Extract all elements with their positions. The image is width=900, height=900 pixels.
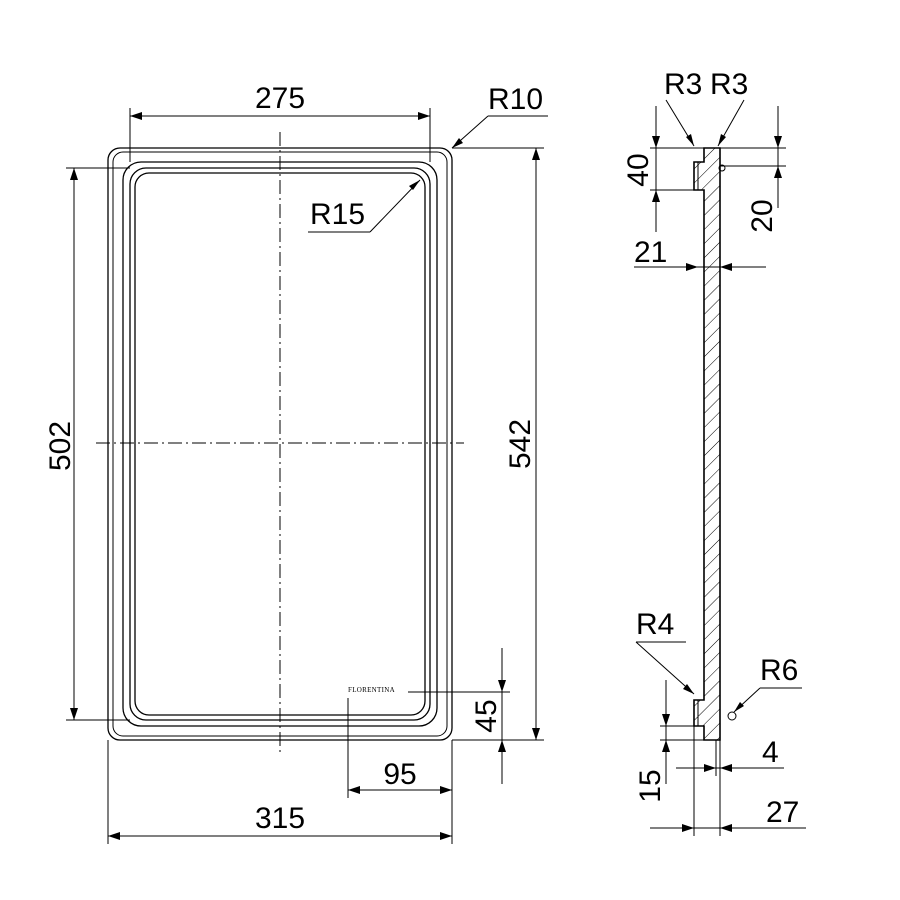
dim-label-bottom-radius-right: R6 [760, 654, 798, 687]
dim-label-top-lip: 20 [746, 199, 779, 232]
dim-label-r15: R15 [310, 198, 365, 231]
dim-label-logo-offset-x: 95 [383, 758, 416, 791]
side-view: R3 R3 40 20 21 R4 R6 [622, 68, 806, 836]
dim-label-top-radius-left: R3 [664, 68, 702, 101]
dim-label-top-radius-right: R3 [710, 68, 748, 101]
dim-label-depth-top: 21 [634, 236, 667, 269]
dim-label-total-depth: 27 [766, 796, 799, 829]
dim-label-r10: R10 [488, 83, 543, 116]
dim-label-logo-offset-y: 45 [470, 699, 503, 732]
dim-label-lip-thickness: 4 [762, 736, 779, 769]
dim-label-inner-width: 275 [255, 82, 305, 115]
dim-label-bottom-step: 15 [634, 769, 667, 802]
dim-label-outer-width: 315 [255, 802, 305, 835]
dim-label-bottom-radius-left: R4 [636, 608, 674, 641]
front-view: FLORENTINA 275 R10 R15 502 542 [44, 82, 548, 844]
dim-label-outer-height: 542 [504, 419, 537, 469]
side-profile-body [693, 147, 721, 741]
dim-label-inner-height: 502 [44, 421, 77, 471]
dim-label-top-step: 40 [622, 153, 655, 186]
brand-logo-text: FLORENTINA [348, 686, 395, 694]
